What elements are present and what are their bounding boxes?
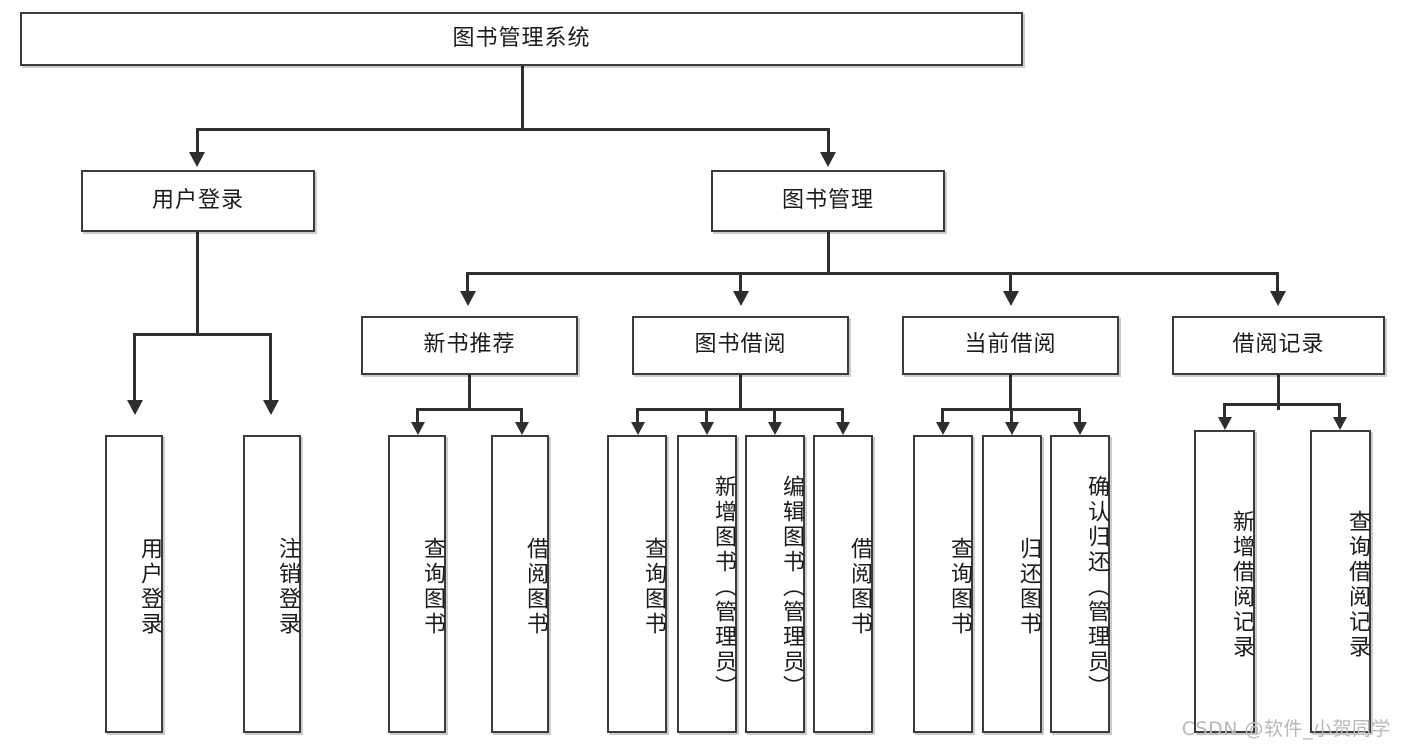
node-label: 新增借阅记录 (1229, 509, 1254, 660)
arrowhead-return-book (1005, 422, 1019, 435)
leaf-user-login[interactable]: 用户登录 (105, 435, 163, 733)
connector-root-stem (521, 66, 524, 130)
node-current-borrow[interactable]: 当前借阅 (902, 316, 1119, 375)
connector-book-manage-stem (827, 232, 830, 274)
arrowhead-query-book-1 (411, 422, 425, 435)
arrowhead-add-book (700, 422, 714, 435)
node-borrow-record[interactable]: 借阅记录 (1172, 316, 1385, 375)
node-new-book-recommend[interactable]: 新书推荐 (361, 316, 578, 375)
connector-new-book-stem (468, 375, 471, 410)
node-book-management[interactable]: 图书管理 (711, 170, 945, 232)
arrowhead-confirm-return (1073, 422, 1087, 435)
leaf-borrow-book-borrow[interactable]: 借阅图书 (813, 435, 873, 733)
connector-book-borrow-bus (636, 408, 843, 411)
node-root-book-management-system[interactable]: 图书管理系统 (20, 12, 1023, 66)
connector-drop-query-record (1338, 403, 1341, 419)
connector-level2-bus (196, 128, 830, 131)
node-label: 查询图书 (641, 537, 666, 637)
connector-drop-book-manage (827, 128, 830, 156)
leaf-edit-book-admin[interactable]: 编辑图书（管理员） (745, 435, 805, 733)
node-label: 图书管理系统 (452, 25, 591, 51)
connector-drop-confirm-return (1078, 408, 1081, 424)
node-label: 新增图书（管理员） (711, 474, 736, 700)
node-label: 查询图书 (947, 537, 972, 637)
leaf-query-book-new-recommend[interactable]: 查询图书 (388, 435, 446, 733)
connector-borrow-record-bus (1223, 403, 1341, 406)
connector-drop-book-borrow (739, 272, 742, 294)
connector-drop-add-record (1223, 403, 1226, 419)
node-label: 编辑图书（管理员） (779, 474, 804, 700)
node-book-borrow[interactable]: 图书借阅 (632, 316, 849, 375)
connector-user-login-bus (133, 333, 271, 336)
node-label: 用户登录 (137, 537, 162, 637)
arrowhead-borrow-book-2 (836, 422, 850, 435)
arrowhead-add-record (1218, 417, 1232, 430)
node-label: 注销登录 (275, 537, 300, 637)
connector-drop-query-book-1 (416, 408, 419, 424)
connector-drop-add-book (705, 408, 708, 424)
connector-drop-new-book (466, 272, 469, 294)
connector-drop-leaf-logout (269, 333, 272, 405)
arrowhead-query-book-3 (936, 422, 950, 435)
connector-drop-query-book-3 (941, 408, 944, 424)
connector-drop-leaf-user-login (133, 333, 136, 405)
leaf-logout-login[interactable]: 注销登录 (243, 435, 301, 733)
leaf-confirm-return-admin[interactable]: 确认归还（管理员） (1050, 435, 1110, 733)
node-label: 归还图书 (1016, 537, 1041, 637)
arrowhead-book-borrow (733, 291, 749, 306)
node-label: 当前借阅 (964, 332, 1057, 358)
leaf-return-book[interactable]: 归还图书 (982, 435, 1042, 733)
arrowhead-leaf-logout (263, 400, 279, 415)
node-label: 查询图书 (420, 537, 445, 637)
connector-new-book-bus (416, 408, 523, 411)
node-label: 新书推荐 (423, 332, 516, 358)
connector-book-borrow-stem (739, 375, 742, 410)
leaf-add-borrow-record[interactable]: 新增借阅记录 (1194, 430, 1255, 733)
connector-drop-borrow-record (1276, 272, 1279, 294)
node-label: 借阅记录 (1232, 332, 1325, 358)
node-label: 图书管理 (781, 187, 874, 213)
arrowhead-query-record (1333, 417, 1347, 430)
connector-level3-bus (466, 272, 1278, 275)
arrowhead-current-borrow (1003, 291, 1019, 306)
arrowhead-borrow-book-1 (515, 422, 529, 435)
arrowhead-new-book (460, 291, 476, 306)
node-label: 确认归还（管理员） (1084, 474, 1109, 700)
arrowhead-book-manage (820, 152, 836, 167)
connector-drop-user-login (196, 128, 199, 156)
leaf-add-book-admin[interactable]: 新增图书（管理员） (677, 435, 737, 733)
connector-drop-edit-book (773, 408, 776, 424)
leaf-borrow-book-new-recommend[interactable]: 借阅图书 (491, 435, 549, 733)
connector-drop-current-borrow (1009, 272, 1012, 294)
node-label: 借阅图书 (523, 537, 548, 637)
arrowhead-user-login (189, 152, 205, 167)
arrowhead-query-book-2 (631, 422, 645, 435)
node-label: 借阅图书 (847, 537, 872, 637)
arrowhead-borrow-record (1270, 291, 1286, 306)
node-label: 用户登录 (151, 187, 244, 213)
connector-user-login-stem (196, 232, 199, 335)
connector-drop-borrow-book-2 (841, 408, 844, 424)
arrowhead-leaf-user-login (127, 400, 143, 415)
node-label: 查询借阅记录 (1345, 509, 1370, 660)
leaf-query-book-current[interactable]: 查询图书 (913, 435, 973, 733)
connector-drop-return-book (1010, 408, 1013, 424)
connector-borrow-record-stem (1277, 375, 1280, 410)
connector-drop-borrow-book-1 (520, 408, 523, 424)
arrowhead-edit-book (768, 422, 782, 435)
connector-current-borrow-stem (1009, 375, 1012, 410)
watermark-csdn: CSDN @软件_小贺同学 (1181, 718, 1391, 740)
node-label: 图书借阅 (694, 332, 787, 358)
node-user-login[interactable]: 用户登录 (81, 170, 315, 232)
leaf-query-borrow-record[interactable]: 查询借阅记录 (1310, 430, 1371, 733)
leaf-query-book-borrow[interactable]: 查询图书 (607, 435, 667, 733)
connector-drop-query-book-2 (636, 408, 639, 424)
